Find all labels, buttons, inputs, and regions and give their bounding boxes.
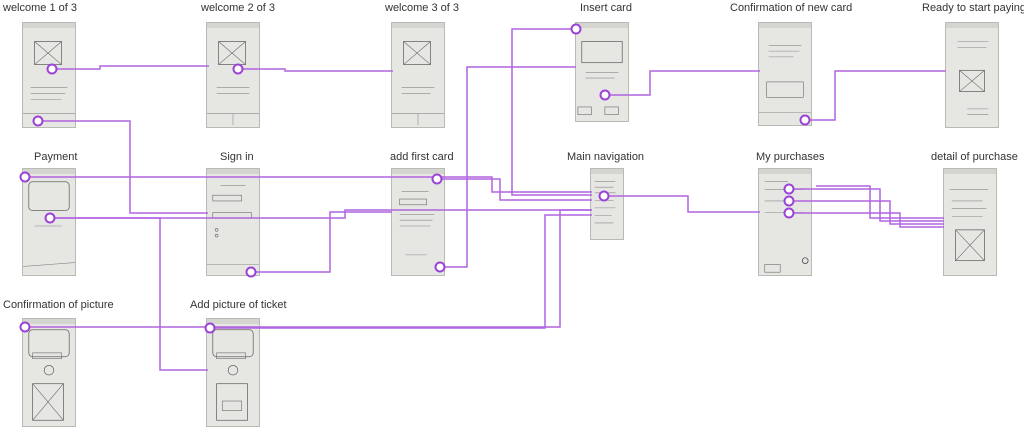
flow-addfirstcard-to-insertcard — [440, 66, 576, 268]
screen-detail-of-purchase[interactable] — [943, 168, 997, 276]
hotspot-purchase-3[interactable] — [783, 207, 795, 219]
screen-welcome-2[interactable] — [206, 22, 260, 128]
hotspot-welcome1-skip[interactable] — [32, 115, 44, 127]
label-detail-of-purchase: detail of purchase — [931, 151, 1018, 163]
screen-welcome-3[interactable] — [391, 22, 445, 128]
label-sign-in: Sign in — [220, 151, 254, 163]
hotspot-mainnav-purchases[interactable] — [598, 190, 610, 202]
flow-confirmationpicture-to-mainnav — [25, 209, 592, 328]
label-welcome-3: welcome 3 of 3 — [385, 2, 459, 14]
hotspot-payment-menu[interactable] — [19, 171, 31, 183]
wireframe-sketch — [23, 41, 75, 114]
wireframe-sketch — [28, 329, 70, 421]
wireframe-sketch — [399, 191, 435, 256]
label-my-purchases: My purchases — [756, 151, 825, 163]
flow-purchase3-to-detail — [789, 212, 944, 228]
hotspot-welcome1-image[interactable] — [46, 63, 58, 75]
wireframe-sketch — [207, 41, 259, 126]
hotspots — [19, 23, 811, 334]
label-insert-card: Insert card — [580, 2, 632, 14]
label-ready-to-pay: Ready to start paying — [922, 2, 1024, 14]
screen-insert-card[interactable] — [575, 22, 629, 122]
wireframe-sketch — [212, 329, 254, 421]
hotspot-purchase-1[interactable] — [783, 183, 795, 195]
hotspot-confirmationpicture-menu[interactable] — [19, 321, 31, 333]
wireframe-sketch — [759, 45, 811, 114]
flow-welcome1-to-signin — [38, 120, 208, 214]
flow-confirmation-to-ready — [805, 70, 946, 121]
screen-welcome-1[interactable] — [22, 22, 76, 128]
flow-insertcard-to-mainnav — [511, 28, 592, 196]
flow-purchase1-to-detail — [789, 188, 944, 222]
screen-sign-in[interactable] — [206, 168, 260, 276]
hotspot-addpicture-menu[interactable] — [204, 322, 216, 334]
label-confirmation-picture: Confirmation of picture — [3, 299, 114, 311]
wireframe-sketch — [392, 41, 444, 126]
label-add-picture-ticket: Add picture of ticket — [190, 299, 287, 311]
flow-mainnav-to-mypurchases — [604, 195, 760, 213]
wireframe-sketch — [23, 181, 75, 267]
label-welcome-2: welcome 2 of 3 — [201, 2, 275, 14]
flow-addpicture-to-mainnav — [210, 214, 592, 329]
hotspot-signin-submit[interactable] — [245, 266, 257, 278]
flow-insertcard-to-confirmation — [605, 70, 760, 96]
screen-main-navigation[interactable] — [590, 168, 624, 240]
hotspot-insertcard-photo[interactable] — [599, 89, 611, 101]
label-add-first-card: add first card — [390, 151, 454, 163]
flow-payment-to-mainnav-2 — [50, 209, 592, 219]
label-main-navigation: Main navigation — [567, 151, 645, 163]
screen-confirmation-new-card[interactable] — [758, 22, 812, 126]
hotspot-addfirstcard-add[interactable] — [434, 261, 446, 273]
screen-add-first-card[interactable] — [391, 168, 445, 276]
flow-payment-to-addpicture — [50, 217, 208, 371]
screen-ready-to-pay[interactable] — [945, 22, 999, 128]
label-welcome-1: welcome 1 of 3 — [3, 2, 77, 14]
flow-purchase-to-detail-extra — [816, 185, 944, 219]
wireframe-sketch — [957, 41, 989, 115]
wireframe-sketch — [577, 41, 623, 115]
hotspot-payment-add[interactable] — [44, 212, 56, 224]
flow-addfirstcard-to-mainnav — [437, 178, 592, 201]
hotspot-confirmation-next[interactable] — [799, 114, 811, 126]
label-confirmation-new-card: Confirmation of new card — [730, 2, 853, 14]
label-payment: Payment — [34, 151, 78, 163]
flow-welcome2-to-welcome3 — [238, 68, 393, 72]
hotspot-insertcard-top[interactable] — [570, 23, 582, 35]
flow-signin-to-addfirstcard — [251, 211, 392, 273]
screen-add-picture-ticket[interactable] — [206, 318, 260, 427]
hotspot-addfirstcard-menu[interactable] — [431, 173, 443, 185]
hotspot-purchase-2[interactable] — [783, 195, 795, 207]
flow-welcome1-to-welcome2 — [52, 65, 209, 70]
flow-payment-to-mainnav — [25, 176, 592, 193]
wireframe-sketch — [949, 189, 989, 262]
screen-confirmation-picture[interactable] — [22, 318, 76, 427]
hotspot-welcome2-image[interactable] — [232, 63, 244, 75]
wireframe-sketch — [594, 181, 616, 224]
connector-lines — [25, 28, 946, 371]
